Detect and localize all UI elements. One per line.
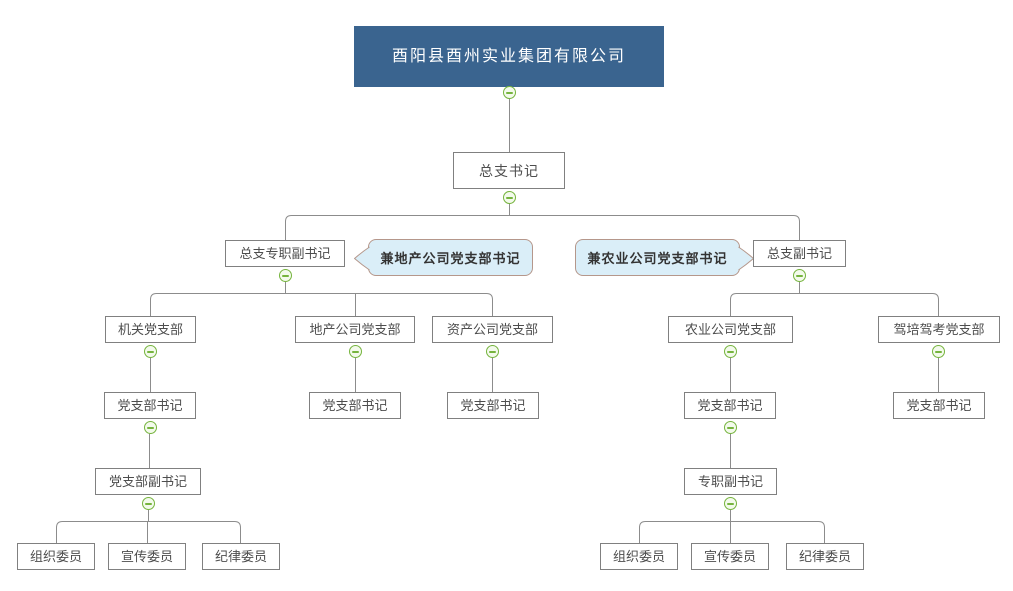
collapse-button-branch-zichan[interactable] [486,345,499,358]
collapse-button-branch-nongye[interactable] [724,345,737,358]
minus-icon [489,350,496,353]
node-branch-zichan[interactable]: 资产公司党支部 [432,316,553,343]
collapse-button-branch-secretary-nongye[interactable] [724,421,737,434]
node-committee-discipline-left[interactable]: 纪律委员 [202,543,280,570]
minus-icon [145,502,152,505]
collapse-button-branch-jiguan[interactable] [144,345,157,358]
node-branch-secretary-jiapei[interactable]: 党支部书记 [893,392,985,419]
minus-icon [282,274,289,277]
node-branch-deputy-secretary[interactable]: 党支部副书记 [95,468,201,495]
collapse-button-full-time-deputy-general-secretary[interactable] [279,269,292,282]
callout-tail-right-icon [738,246,754,271]
callout-dichan-note[interactable]: 兼地产公司党支部书记 [354,239,533,276]
minus-icon [352,350,359,353]
minus-icon [796,274,803,277]
minus-icon [147,350,154,353]
node-committee-publicity-left[interactable]: 宣传委员 [108,543,186,570]
callout-nongye-note[interactable]: 兼农业公司党支部书记 [575,239,754,276]
minus-icon [935,350,942,353]
node-committee-discipline-right[interactable]: 纪律委员 [786,543,864,570]
collapse-button-company[interactable] [503,86,516,99]
node-branch-nongye[interactable]: 农业公司党支部 [668,316,793,343]
node-committee-publicity-right[interactable]: 宣传委员 [691,543,769,570]
node-full-time-deputy[interactable]: 专职副书记 [684,468,777,495]
node-deputy-general-secretary[interactable]: 总支副书记 [753,240,846,267]
minus-icon [506,196,513,199]
node-branch-jiguan[interactable]: 机关党支部 [105,316,196,343]
collapse-button-branch-deputy-secretary[interactable] [142,497,155,510]
node-branch-jiapei[interactable]: 驾培驾考党支部 [878,316,1000,343]
minus-icon [727,502,734,505]
node-full-time-deputy-general-secretary[interactable]: 总支专职副书记 [225,240,345,267]
node-branch-secretary-zichan[interactable]: 党支部书记 [447,392,539,419]
minus-icon [727,350,734,353]
collapse-button-general-branch-secretary[interactable] [503,191,516,204]
node-branch-secretary-dichan[interactable]: 党支部书记 [309,392,401,419]
node-branch-secretary-jiguan[interactable]: 党支部书记 [104,392,196,419]
callout-dichan-note-label: 兼地产公司党支部书记 [380,251,521,266]
callout-tail-left-icon [354,246,370,271]
node-branch-secretary-nongye[interactable]: 党支部书记 [684,392,776,419]
node-committee-organization-right[interactable]: 组织委员 [600,543,678,570]
callout-nongye-note-label: 兼农业公司党支部书记 [587,251,728,266]
node-committee-organization-left[interactable]: 组织委员 [17,543,95,570]
collapse-button-branch-secretary-jiguan[interactable] [144,421,157,434]
collapse-button-branch-dichan[interactable] [349,345,362,358]
minus-icon [727,426,734,429]
minus-icon [147,426,154,429]
minus-icon [506,91,513,94]
collapse-button-full-time-deputy[interactable] [724,497,737,510]
collapse-button-deputy-general-secretary[interactable] [793,269,806,282]
node-branch-dichan[interactable]: 地产公司党支部 [295,316,415,343]
collapse-button-branch-jiapei[interactable] [932,345,945,358]
node-company[interactable]: 酉阳县酉州实业集团有限公司 [354,26,664,87]
node-general-branch-secretary[interactable]: 总支书记 [453,152,565,189]
